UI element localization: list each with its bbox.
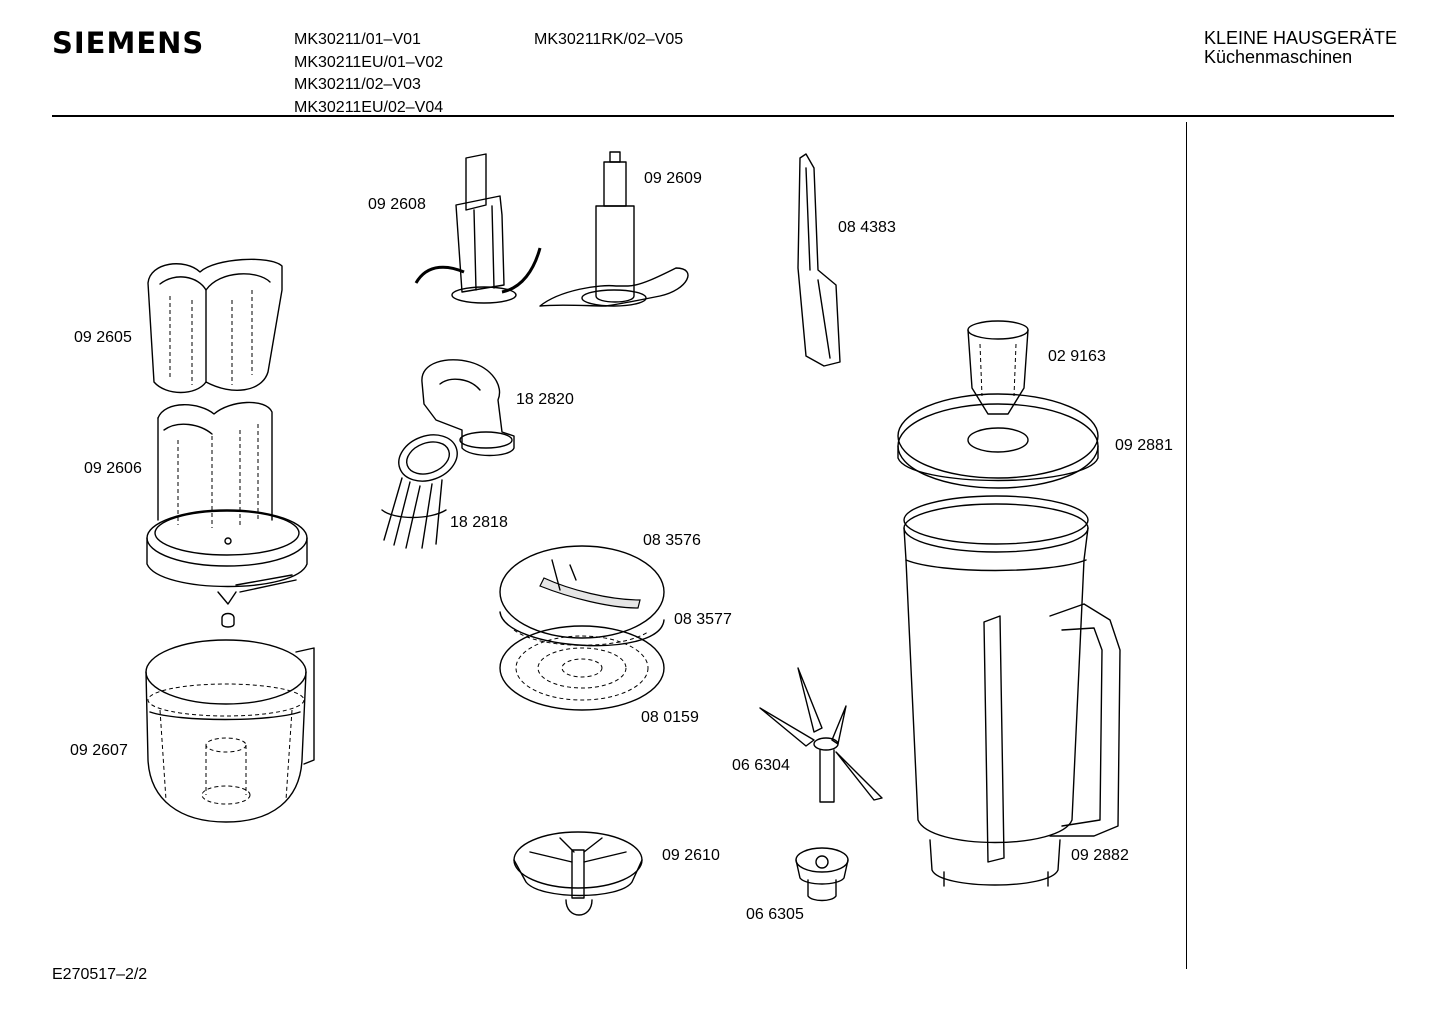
part-083576-illustration — [499, 545, 665, 639]
part-029163-illustration — [967, 320, 1029, 415]
model-number: MK30211RK/02–V05 — [534, 31, 684, 48]
part-label: 09 2607 — [70, 742, 128, 759]
part-066305-illustration — [795, 847, 849, 902]
model-list-secondary: MK30211RK/02–V05 — [534, 29, 683, 52]
part-092608-illustration — [414, 153, 542, 304]
header-divider — [52, 115, 1394, 117]
model-number: MK30211/02–V03 — [294, 76, 421, 93]
part-label: 18 2820 — [516, 391, 574, 408]
margin-divider — [1186, 122, 1187, 969]
part-092607-illustration — [145, 639, 315, 823]
model-number: MK30211EU/01–V02 — [294, 53, 444, 71]
part-092882-illustration — [903, 495, 1121, 887]
part-label: 09 2882 — [1071, 847, 1129, 864]
part-label: 06 6305 — [746, 906, 804, 923]
category-title: KLEINE HAUSGERÄTE — [1204, 28, 1398, 48]
model-number: MK30211/01–V01 — [294, 31, 421, 48]
part-label: 18 2818 — [450, 514, 508, 531]
part-066304-illustration — [759, 667, 883, 803]
part-092609-illustration — [539, 151, 689, 307]
document-id: E270517–2/2 — [52, 966, 148, 983]
part-092606-illustration — [146, 401, 308, 628]
part-label: 08 0159 — [641, 709, 699, 726]
part-083577-illustration — [499, 611, 665, 647]
model-list-primary: MK30211/01–V01 MK30211EU/01–V02 MK30211/… — [294, 29, 443, 119]
part-label: 09 2610 — [662, 847, 720, 864]
category-block: KLEINE HAUSGERÄTE Küchenmaschinen — [1204, 29, 1397, 67]
part-label: 08 3576 — [643, 532, 701, 549]
part-label: 09 2881 — [1115, 437, 1173, 454]
part-label: 08 3577 — [674, 611, 732, 628]
part-label: 09 2606 — [84, 460, 142, 477]
part-092605-illustration — [147, 258, 283, 394]
category-subtitle: Küchenmaschinen — [1204, 47, 1353, 67]
part-080159-illustration — [499, 625, 665, 711]
part-label: 08 4383 — [838, 219, 896, 236]
part-label: 09 2609 — [644, 170, 702, 187]
part-084383-illustration — [797, 153, 841, 367]
part-182818-illustration — [381, 434, 458, 549]
part-label: 06 6304 — [732, 757, 790, 774]
brand-logo: SIEMENS — [52, 26, 205, 60]
model-number: MK30211EU/02–V04 — [294, 98, 444, 116]
part-label: 09 2605 — [74, 329, 132, 346]
part-092610-illustration — [513, 831, 643, 916]
part-092881-illustration — [897, 393, 1099, 489]
part-182820-illustration — [421, 359, 515, 457]
part-label: 02 9163 — [1048, 348, 1106, 365]
part-label: 09 2608 — [368, 196, 426, 213]
